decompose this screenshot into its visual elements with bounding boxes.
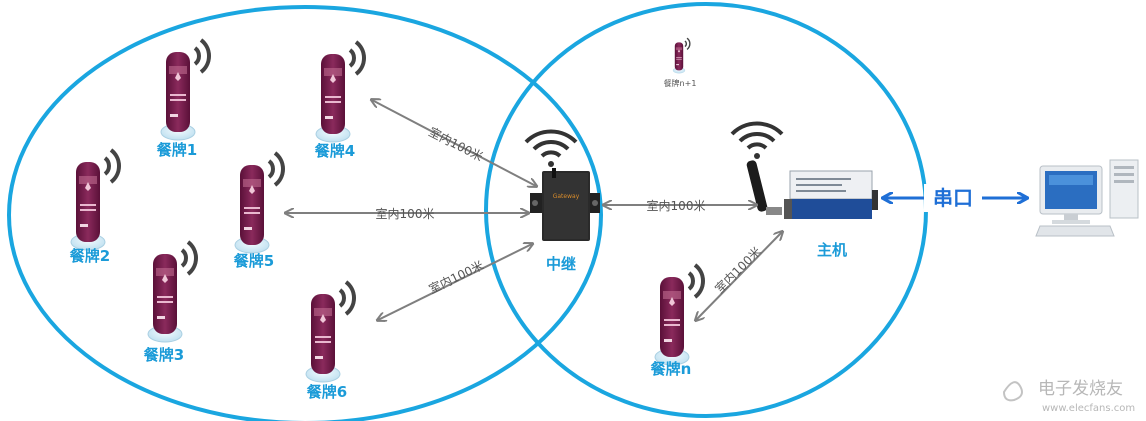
link-tag6-relay	[378, 244, 532, 320]
host-device: 主机	[730, 121, 878, 259]
relay-label: 中继	[546, 255, 576, 273]
watermark: 电子发烧友 www.elecfans.com	[1002, 379, 1135, 414]
watermark-url: www.elecfans.com	[1042, 403, 1135, 414]
relay-wifi-icon	[524, 129, 578, 169]
link-tagn-host	[696, 232, 782, 320]
serial-label: 串口	[933, 186, 973, 210]
link-label-tag4: 室内100米	[426, 124, 485, 164]
relay-device: Gateway 中继	[524, 129, 600, 273]
menu-tag-n-plus-1: 餐牌n+1	[664, 37, 697, 88]
tag-5-label: 餐牌5	[234, 252, 274, 270]
menu-tag-1: 餐牌1	[157, 38, 211, 159]
link-label-tag6: 室内100米	[426, 257, 486, 296]
menu-tag-4: 餐牌4	[314, 40, 366, 160]
link-label-relay-host: 室内100米	[647, 198, 706, 213]
computer-icon	[1035, 159, 1139, 237]
tag-6-label: 餐牌6	[307, 383, 347, 401]
tag-n-plus-1-label: 餐牌n+1	[664, 78, 697, 88]
link-label-tag5: 室内100米	[376, 206, 435, 221]
link-label-tagn: 室内100米	[712, 244, 764, 296]
menu-tag-6: 餐牌6	[304, 280, 356, 401]
tag-3-label: 餐牌3	[144, 346, 184, 364]
menu-tag-2: 餐牌2	[69, 148, 121, 265]
host-label: 主机	[817, 241, 847, 259]
coverage-zone-left	[7, 5, 603, 421]
tag-n-label: 餐牌n	[651, 360, 692, 378]
menu-tag-5: 餐牌5	[233, 151, 285, 270]
relay-device-text: Gateway	[553, 193, 580, 200]
host-wifi-icon	[730, 121, 784, 161]
tag-2-label: 餐牌2	[70, 247, 110, 265]
tag-4-label: 餐牌4	[315, 142, 355, 160]
tag-1-label: 餐牌1	[157, 141, 197, 159]
menu-tag-3: 餐牌3	[144, 240, 198, 364]
watermark-name: 电子发烧友	[1038, 379, 1123, 399]
link-tag4-relay	[372, 100, 536, 186]
menu-tag-n: 餐牌n	[651, 263, 705, 378]
